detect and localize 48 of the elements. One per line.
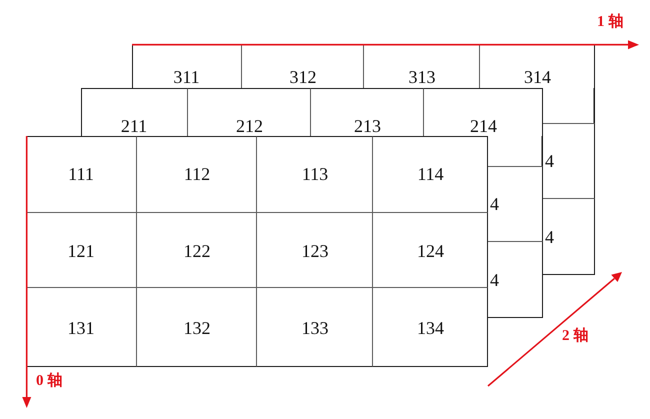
grid-cell — [257, 213, 373, 288]
grid-cell — [26, 213, 137, 288]
index-number: 4 — [545, 152, 554, 170]
index-number: 111 — [68, 165, 94, 183]
index-number: 134 — [417, 318, 444, 336]
grid-cell — [257, 136, 373, 213]
axis-label: 0 轴 — [36, 374, 62, 389]
index-number: 212 — [236, 116, 263, 134]
index-number: 4 — [490, 195, 499, 213]
axis-label: 1 轴 — [597, 15, 624, 30]
index-number: 133 — [302, 318, 328, 336]
grid-cell — [137, 288, 257, 367]
grid-cell — [132, 44, 242, 88]
grid-cell — [373, 213, 488, 288]
index-number: 314 — [524, 68, 551, 86]
grid-cell — [26, 136, 137, 213]
index-number: 313 — [408, 68, 436, 86]
index-number: 113 — [302, 165, 328, 183]
index-number: 112 — [184, 165, 210, 183]
axis-label: 2 轴 — [562, 329, 588, 344]
index-number: 311 — [173, 68, 200, 86]
grid-cell — [543, 123, 595, 199]
index-number: 114 — [417, 165, 444, 183]
index-number: 4 — [490, 271, 499, 289]
index-number: 123 — [302, 242, 328, 260]
index-number: 131 — [68, 318, 94, 336]
index-number: 121 — [68, 242, 94, 260]
grid-cell — [81, 88, 188, 136]
grid-cell — [373, 136, 488, 213]
grid-cell — [424, 88, 543, 136]
grid-cell — [257, 288, 373, 367]
grid-cell — [488, 242, 543, 318]
grid-cell — [137, 136, 257, 213]
grid-cell — [488, 166, 543, 242]
index-number: 4 — [545, 228, 554, 246]
grid-cell — [311, 88, 424, 136]
grid-cell — [26, 288, 137, 367]
index-number: 213 — [354, 116, 381, 134]
grid-cell — [543, 199, 595, 275]
index-number: 132 — [184, 318, 210, 336]
index-number: 312 — [290, 68, 316, 86]
index-number: 124 — [417, 242, 444, 260]
index-number: 214 — [470, 116, 497, 134]
index-number: 211 — [120, 116, 148, 134]
index-number: 122 — [184, 242, 210, 260]
grid-cell — [188, 88, 311, 136]
grid-cell — [137, 213, 257, 288]
grid-cell — [373, 288, 488, 367]
